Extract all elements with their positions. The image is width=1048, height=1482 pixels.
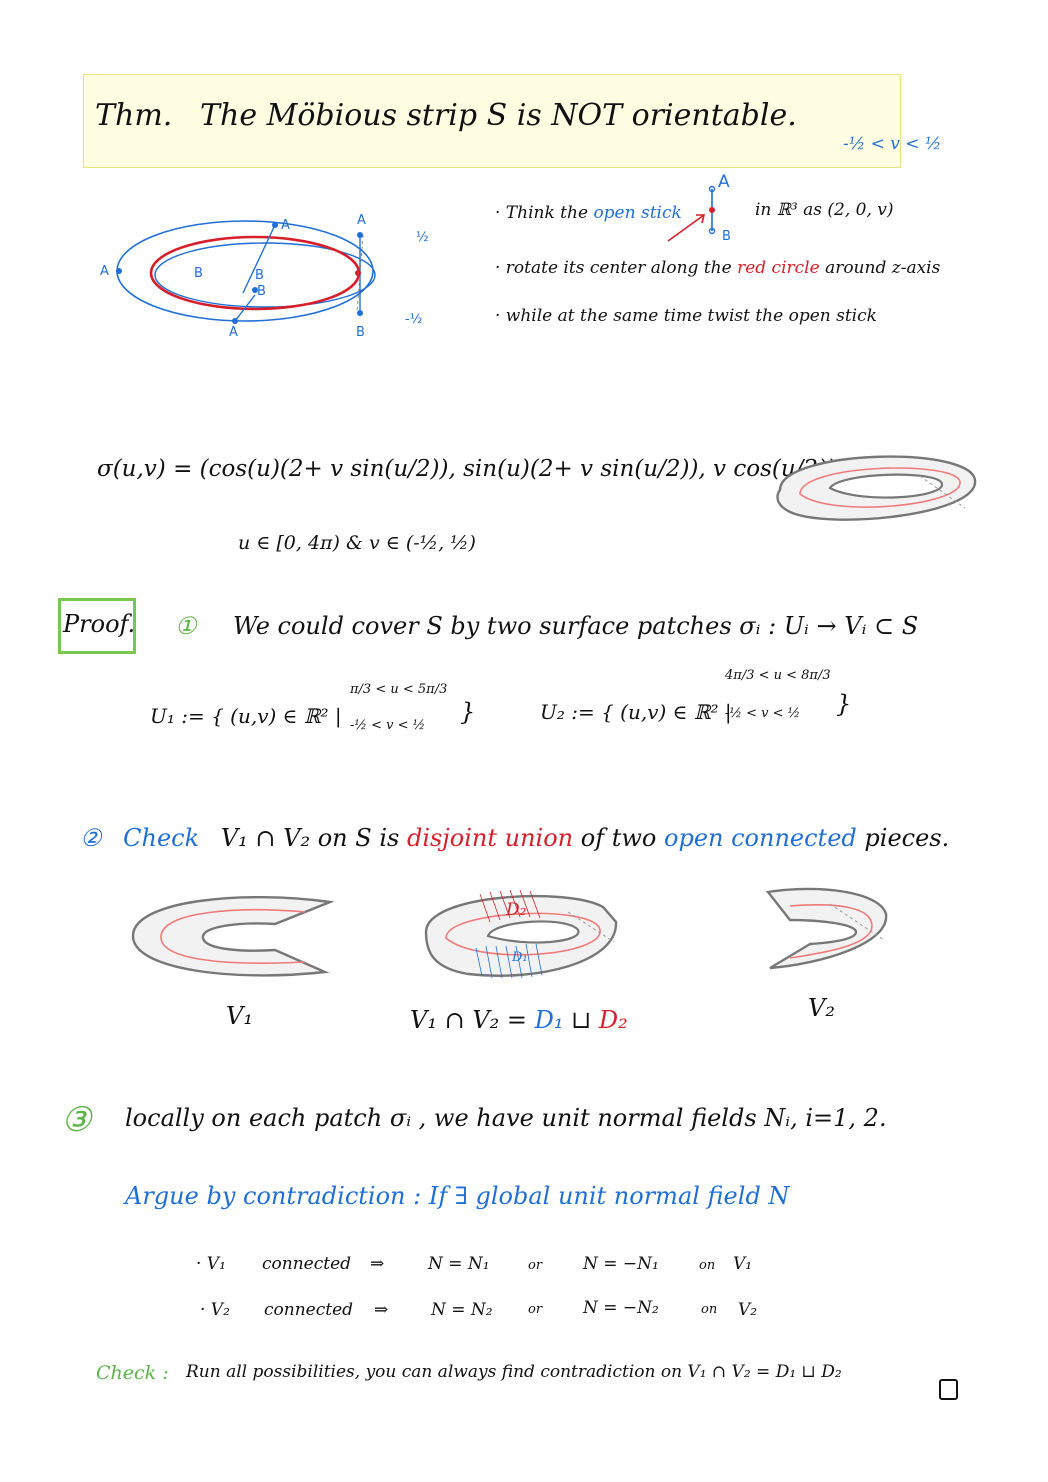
construction-bullet-1: · Think the open stick	[495, 203, 682, 223]
figure-V1	[131, 895, 335, 977]
stick-bottom-label: B	[722, 229, 731, 244]
construction-bullet-1-end: in ℝ³ as (2, 0, v)	[755, 200, 894, 220]
U1-cond-v: -½ < v < ½	[350, 718, 426, 733]
sketch-label-B: B	[194, 266, 203, 281]
region-D2-label: D₂	[506, 900, 527, 920]
step2-disjoint-union: disjoint union	[406, 824, 574, 852]
case2-a: N = N₂	[431, 1300, 493, 1320]
case2-b: N = −N₂	[583, 1298, 659, 1318]
step3-text: locally on each patch σᵢ , we have unit …	[125, 1104, 887, 1132]
U1-cond-u: π/3 < u < 5π/3	[350, 682, 448, 697]
theorem-box	[83, 74, 901, 168]
figure-V2-label: V₂	[808, 994, 835, 1022]
case1-lead: · V₁	[196, 1254, 226, 1274]
proof-label: Proof.	[63, 610, 136, 638]
sketch-label-A: A	[357, 213, 366, 228]
sketch-half-bottom: -½	[405, 312, 423, 327]
sketch-label-B: B	[257, 284, 266, 299]
case1-implies: ⇒	[370, 1254, 385, 1274]
step3-number: ③	[61, 1100, 92, 1140]
case1-a: N = N₁	[428, 1254, 490, 1274]
case2-or: or	[528, 1302, 543, 1317]
step1-text: We could cover S by two surface patches …	[233, 612, 919, 640]
theorem-label: Thm.	[95, 98, 173, 133]
U1-close: }	[460, 698, 476, 726]
final-check-label: Check :	[96, 1362, 169, 1384]
sketch-label-A: A	[281, 218, 290, 233]
case2-set: V₂	[738, 1300, 758, 1320]
sketch-label-B: B	[356, 325, 365, 340]
figure-V2	[765, 887, 888, 970]
U2-close: }	[836, 690, 852, 718]
step2-number: ②	[80, 824, 102, 852]
case2-connected: connected	[264, 1300, 354, 1320]
stick-top-label: A	[718, 172, 730, 192]
step2-open-connected: open connected	[664, 824, 857, 852]
U2-set: U₂ := { (u,v) ∈ ℝ² |	[540, 700, 732, 724]
U1-set: U₁ := { (u,v) ∈ ℝ² |	[150, 704, 342, 728]
case1-connected: connected	[262, 1254, 352, 1274]
case1-or: or	[528, 1258, 543, 1273]
sketch-half-top: ½	[416, 230, 429, 245]
step2-check: Check	[123, 824, 200, 852]
sketch-label-A: A	[229, 325, 238, 340]
construction-bullet-2: · rotate its center along the red circle…	[495, 258, 941, 278]
U2-cond-u: 4π/3 < u < 8π/3	[725, 668, 831, 683]
argue-contradiction: Argue by contradiction : If ∃ global uni…	[125, 1182, 790, 1210]
U2-cond-v: -½ < v < ½	[725, 706, 801, 721]
sketch-label-A: A	[100, 264, 109, 279]
case1-b: N = −N₁	[583, 1254, 659, 1274]
construction-bullet-3: · while at the same time twist the open …	[495, 306, 877, 326]
final-check-text: Run all possibilities, you can always fi…	[186, 1362, 842, 1382]
mobius-band-figure	[776, 455, 977, 521]
step2-line: ② Check V₁ ∩ V₂ on S is disjoint union o…	[80, 824, 950, 852]
parametrization-formula: σ(u,v) = (cos(u)(2+ v sin(u/2)), sin(u)(…	[97, 456, 837, 482]
inner-ellipse	[154, 242, 376, 308]
case1-set: V₁	[733, 1254, 753, 1274]
figure-intersection-label: V₁ ∩ V₂ = D₁ ⊔ D₂	[410, 1006, 628, 1034]
step1-number: ①	[175, 612, 197, 640]
open-stick-icon	[667, 185, 716, 242]
figure-intersection	[424, 889, 618, 979]
case2-on: on	[701, 1302, 718, 1317]
region-D1-label: D₁	[512, 950, 528, 965]
figure-V1-label: V₁	[226, 1002, 253, 1030]
case2-implies: ⇒	[374, 1300, 389, 1320]
sketch-label-B: B	[255, 268, 264, 283]
qed-box	[939, 1379, 958, 1400]
parametrization-domain: u ∈ [0, 4π) & v ∈ (-½, ½)	[238, 532, 476, 554]
mobius-sketch	[116, 220, 376, 324]
case1-on: on	[699, 1258, 716, 1273]
theorem-statement: The Möbious strip S is NOT orientable.	[200, 98, 797, 133]
proof-box	[58, 598, 136, 654]
case2-lead: · V₂	[200, 1300, 230, 1320]
v-range-note: -½ < v < ½	[843, 134, 942, 154]
